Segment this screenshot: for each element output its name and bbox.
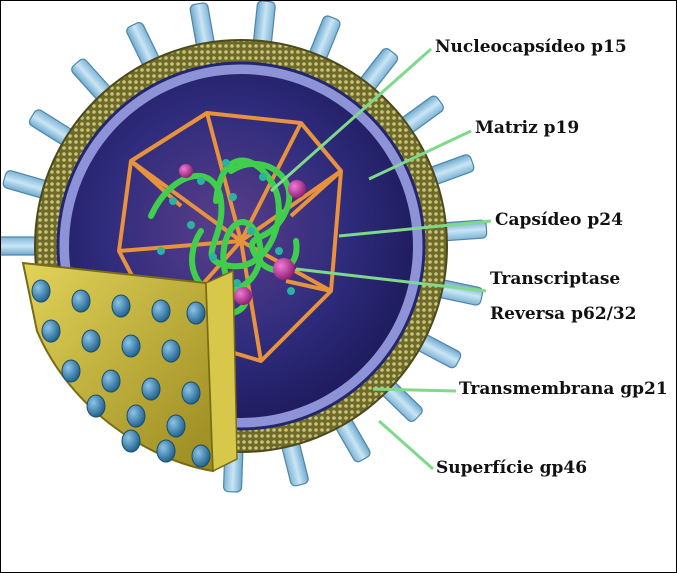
label-matrix: Matriz p19 [475,118,579,138]
cutaway-knob [152,300,170,322]
cutaway-knob [162,340,180,362]
cutaway-knob [182,382,200,404]
cutaway-section [23,263,237,471]
cutaway-knob [142,378,160,400]
cutaway-knob [112,295,130,317]
cutaway-knob [102,370,120,392]
label-capsid: Capsídeo p24 [495,210,623,230]
label-nucleocapsid: Nucleocapsídeo p15 [435,37,627,57]
cutaway-knob [122,335,140,357]
leader-surface [379,421,433,469]
cutaway-knob [82,330,100,352]
cutaway-knob [122,430,140,452]
label-surface: Superfície gp46 [436,458,587,478]
cutaway-knob [127,405,145,427]
cutaway-knob [72,290,90,312]
cutaway-knob [87,395,105,417]
cutaway-knob [32,280,50,302]
label-rt-line1: Transcriptase [490,269,620,289]
leader-transmembrane [373,389,456,391]
cutaway-knob [42,320,60,342]
cutaway-knob [187,302,205,324]
label-rt-line2: Reversa p62/32 [490,304,637,324]
cutaway-knob [167,415,185,437]
cutaway-knob [192,445,210,467]
cutaway-knob [62,360,80,382]
cutaway-knob [157,440,175,462]
label-transmembrane: Transmembrana gp21 [459,379,668,399]
